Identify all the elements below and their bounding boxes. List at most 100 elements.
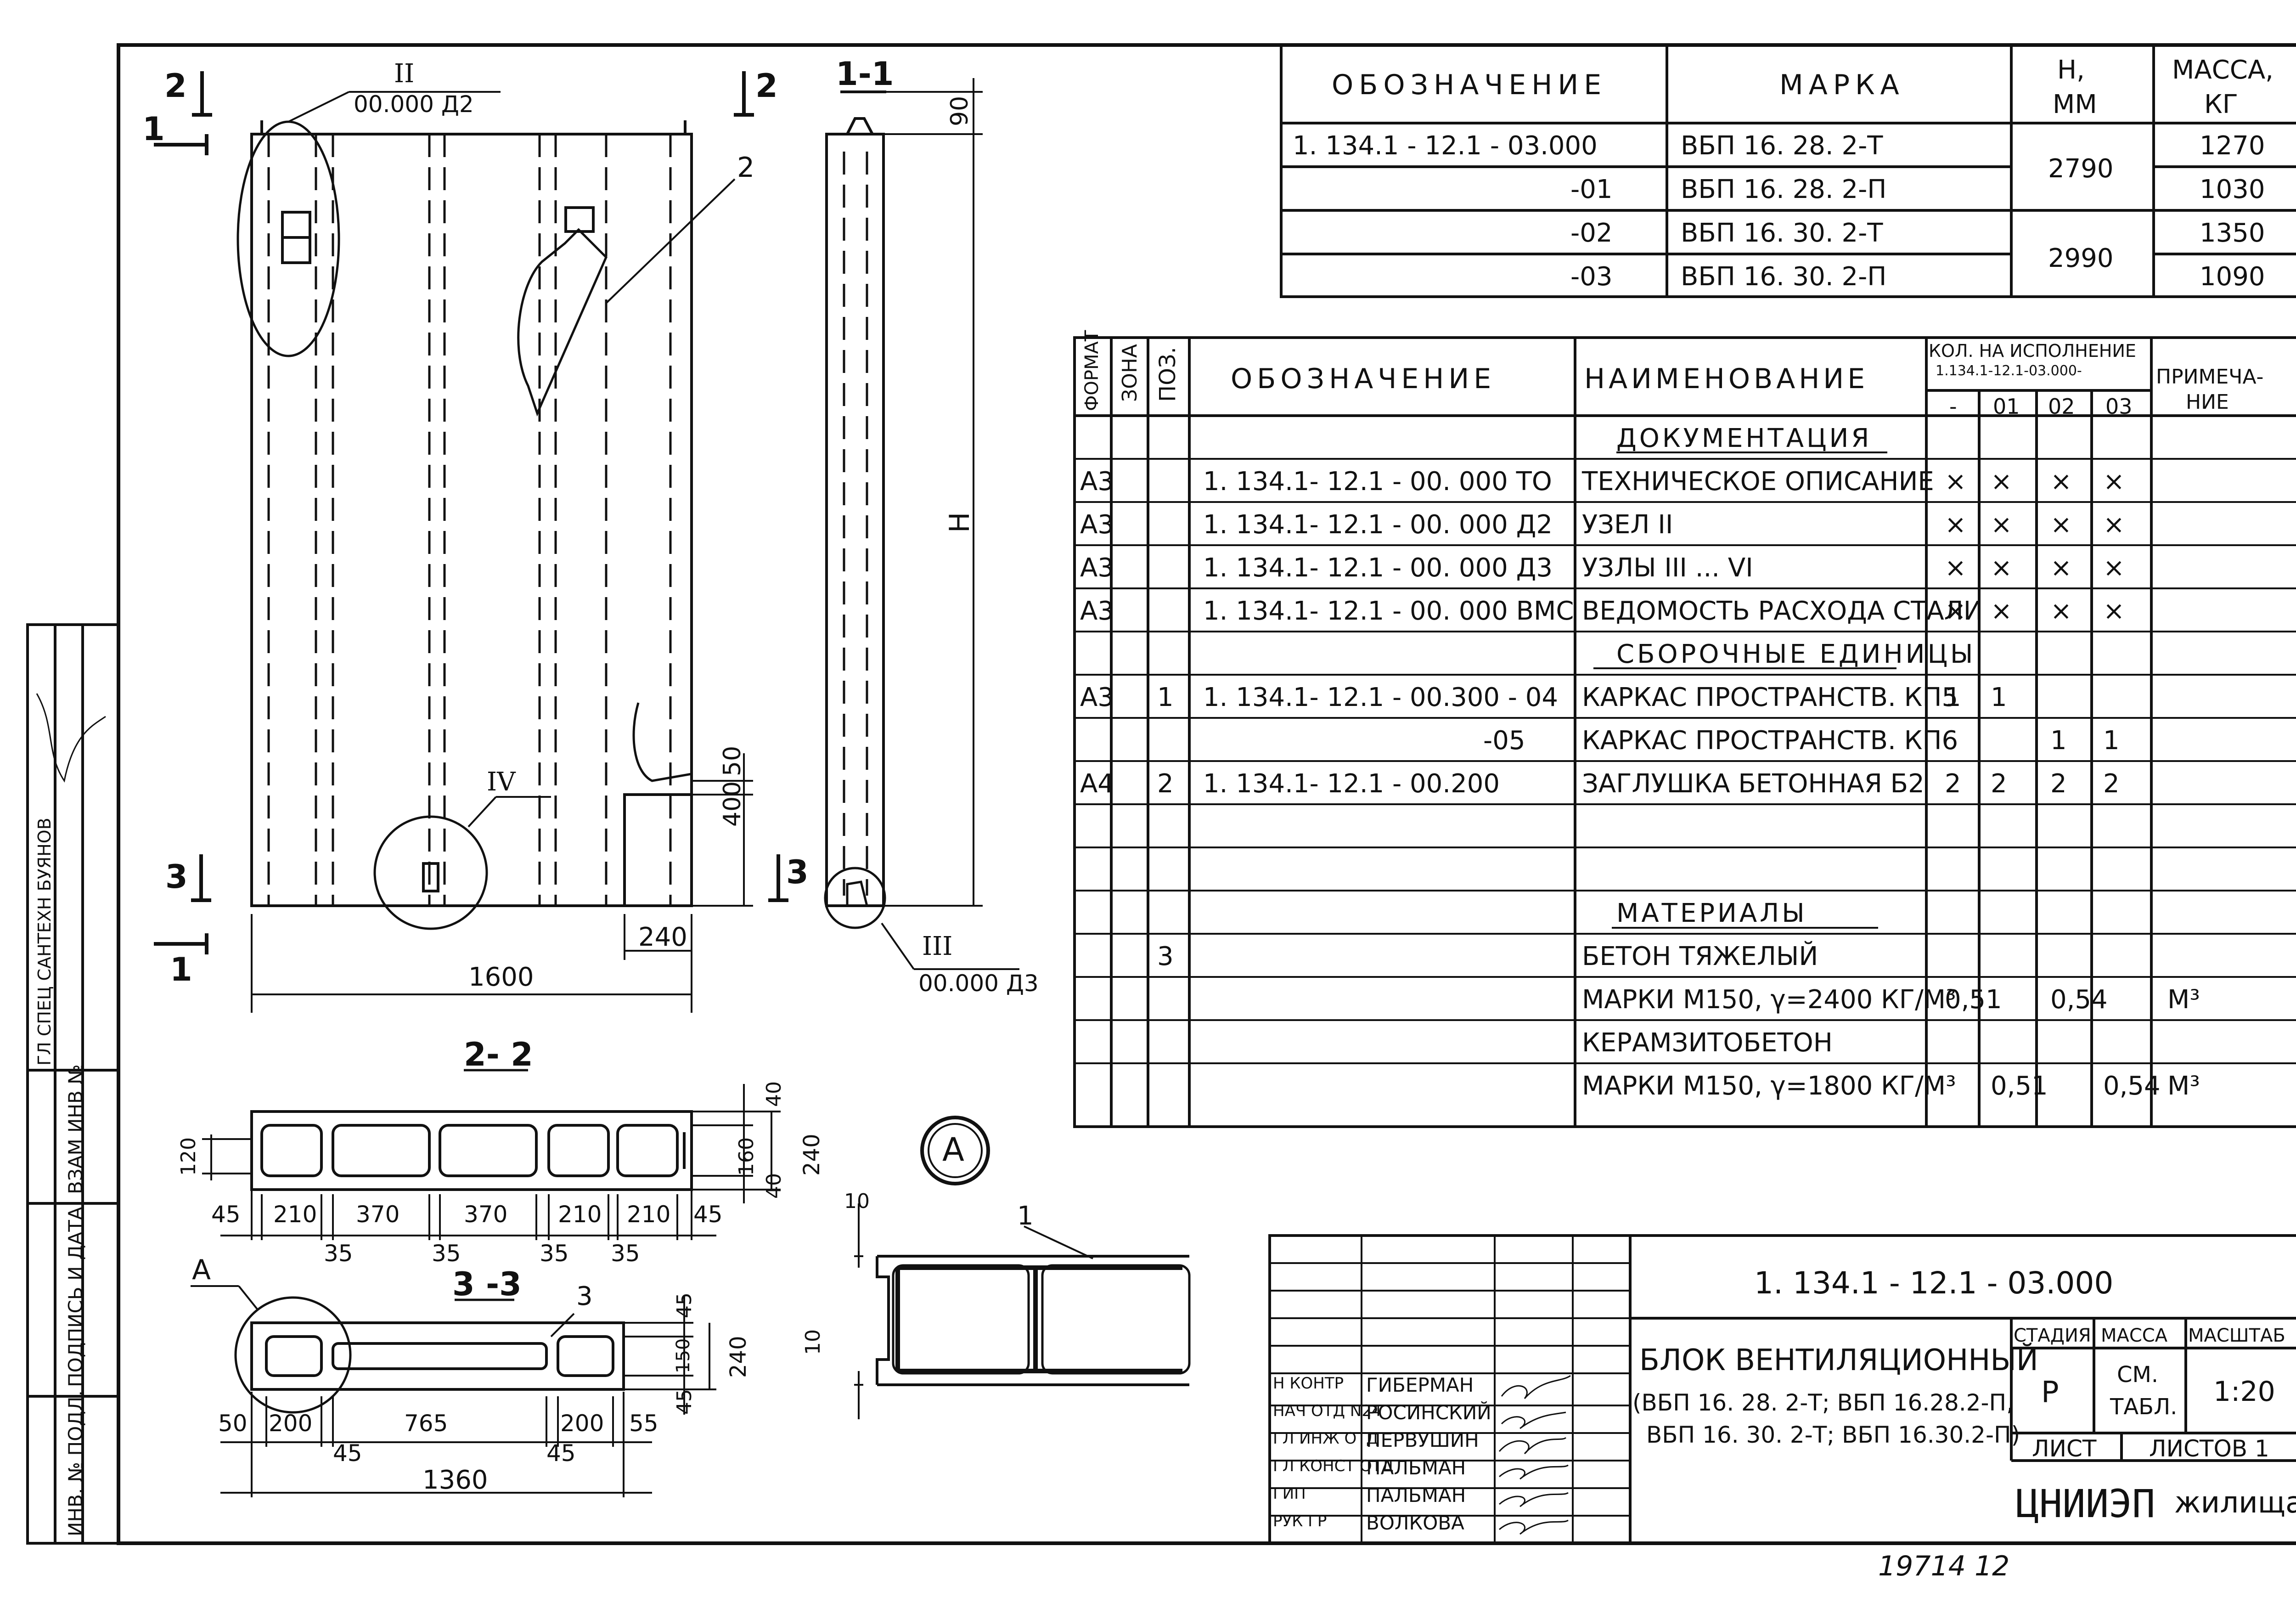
spec-cell-format: А4 [1080, 769, 1114, 799]
pos-2-label: 2 [737, 152, 755, 184]
title-org-2: жилища [2174, 1486, 2296, 1520]
dim-front-400: 400 [719, 781, 746, 827]
dim-2-2-210-c: 210 [627, 1201, 671, 1228]
section-3-3-view [191, 1285, 716, 1497]
dim-2-2-120: 120 [177, 1137, 200, 1176]
spec-cell-qty: 0,51 [1991, 1071, 2048, 1101]
dim-2-2-35-c: 35 [540, 1240, 569, 1267]
signature-role: НАЧ ОТД N24 [1273, 1402, 1382, 1420]
spec-cell-name: УЗЕЛ II [1582, 510, 1673, 540]
marks-row-mass: 1350 [2200, 218, 2265, 248]
title-mass-label: МАССА [2101, 1325, 2168, 1346]
title-subtitle-1: (ВБП 16. 28. 2-Т; ВБП 16.28.2-П, [1632, 1389, 2014, 1416]
dim-3-3-45-b: 45 [546, 1440, 576, 1467]
spec-cell-qty: × [1945, 467, 1966, 497]
marks-row-mass: 1090 [2200, 262, 2265, 292]
spec-header-note: ПРИМЕЧА- [2156, 365, 2264, 389]
section-mark-1-top: 1 [142, 110, 165, 148]
spec-cell-designation: 1. 134.1- 12.1 - 00. 000 ВМС [1203, 596, 1574, 626]
dim-3-3-total: 1360 [422, 1465, 488, 1495]
spec-cell-qty: × [1991, 553, 2012, 583]
node-ii-ref: 00.000 Д2 [354, 91, 474, 118]
spec-variant-header: 02 [2048, 394, 2075, 419]
spec-cell-format: А3 [1080, 596, 1114, 626]
marks-header-mass: МАССА, [2172, 55, 2273, 85]
title-main: БЛОК ВЕНТИЛЯЦИОННЫЙ [1639, 1343, 2038, 1377]
spec-variant-header: 03 [2105, 394, 2133, 419]
marks-row-designation: -01 [1570, 175, 1613, 204]
dim-2-2-240: 240 [799, 1134, 825, 1176]
dim-3-3-240: 240 [726, 1336, 751, 1378]
title-block-grid [1268, 1234, 2296, 1545]
stamp-engineer: ГЛ СПЕЦ САНТЕХН БУЯНОВ [34, 818, 55, 1066]
section-mark-1-bottom: 1 [170, 951, 192, 988]
dim-2-2-35-d: 35 [611, 1240, 640, 1267]
spec-cell-qty: × [1991, 467, 2012, 497]
marks-header-h: Н, [2057, 55, 2085, 85]
marks-row-mark: ВБП 16. 30. 2-П [1681, 262, 1887, 292]
spec-cell-designation: 1. 134.1- 12.1 - 00. 000 Д3 [1203, 553, 1553, 583]
spec-cell-qty: × [2050, 510, 2072, 540]
spec-cell-qty: × [1991, 510, 2012, 540]
spec-cell-note: М³ [2167, 985, 2200, 1015]
section-mark-2-left: 2 [164, 67, 187, 105]
spec-cell-qty: × [2050, 596, 2072, 626]
spec-cell-qty: × [2103, 467, 2125, 497]
spec-cell-format: А3 [1080, 510, 1114, 540]
spec-cell-qty: × [1945, 596, 1966, 626]
spec-table-grid [1073, 336, 2296, 1128]
spec-cell-pos: 1 [1157, 683, 1174, 712]
signature-name: ПАЛЬМАН [1366, 1456, 1466, 1479]
marks-header-mass-unit: КГ [2204, 90, 2238, 119]
dim-2-2-370-a: 370 [356, 1201, 400, 1228]
archive-number: 19714 12 [1878, 1550, 2010, 1582]
section-mark-3-left: 3 [165, 858, 188, 896]
title-scale-label: МАСШТАБ [2188, 1325, 2285, 1346]
detail-a-view [854, 1116, 1191, 1419]
signature-name: ВОЛКОВА [1366, 1512, 1464, 1534]
dim-section-1-1-top: 90 [946, 96, 974, 126]
title-stage: Р [2041, 1376, 2059, 1410]
spec-cell-qty: 0,51 [1945, 985, 2002, 1015]
dim-2-2-45-right: 45 [693, 1201, 723, 1228]
spec-cell-qty: × [2050, 467, 2072, 497]
dim-detail-10-bot: 10 [801, 1329, 825, 1355]
node-iv-label: IV [487, 767, 516, 797]
title-mass-value-1: СМ. [2117, 1362, 2159, 1388]
dim-front-50: 50 [719, 745, 746, 776]
spec-cell-qty: 2 [2103, 769, 2120, 799]
marks-row-mark: ВБП 16. 30. 2-Т [1681, 218, 1883, 248]
spec-variant-header: - [1949, 394, 1957, 419]
dim-3-3-45-top: 45 [673, 1292, 696, 1318]
title-sheets-label: ЛИСТОВ 1 [2149, 1435, 2269, 1462]
title-org: ЦНИИЭП [2016, 1481, 2155, 1526]
spec-cell-pos: 2 [1157, 769, 1174, 799]
section-2-2-view [202, 1069, 781, 1240]
stamp-inv-replace: ВЗАМ ИНВ № [64, 1064, 87, 1194]
dim-3-3-150: 150 [673, 1338, 694, 1373]
spec-header-format: ФОРМАТ [1081, 330, 1103, 411]
title-subtitle-2: ВБП 16. 30. 2-Т; ВБП 16.30.2-П) [1646, 1422, 2020, 1448]
spec-cell-qty: 0,54 [2050, 985, 2108, 1015]
title-stage-label: СТАДИЯ [2014, 1325, 2091, 1346]
dim-2-2-210-b: 210 [558, 1201, 602, 1228]
dim-3-3-55: 55 [629, 1410, 658, 1437]
dim-2-2-35-a: 35 [324, 1240, 353, 1267]
spec-cell-qty: 0,54 [2103, 1071, 2161, 1101]
marks-header-designation: ОБОЗНАЧЕНИЕ [1332, 69, 1607, 101]
section-3-3-title: 3 -3 [452, 1265, 522, 1303]
marks-row-mark: ВБП 16. 28. 2-П [1681, 175, 1887, 204]
pos-3-label: 3 [576, 1281, 593, 1311]
signature-scribbles [36, 693, 1571, 1535]
title-scale: 1:20 [2213, 1376, 2275, 1408]
spec-cell-qty: 2 [1991, 769, 2007, 799]
spec-variant-header: 01 [1993, 394, 2020, 419]
dim-3-3-45-a: 45 [333, 1440, 362, 1467]
spec-cell-name: КАРКАС ПРОСТРАНСТВ. КП5 [1582, 683, 1958, 712]
node-iii-label: III [922, 931, 953, 961]
spec-cell-format: А3 [1080, 553, 1114, 583]
spec-cell-name: КАРКАС ПРОСТРАНСТВ. КП6 [1582, 726, 1958, 756]
spec-cell-format: А3 [1080, 467, 1114, 497]
dim-front-width: 1600 [468, 962, 534, 992]
